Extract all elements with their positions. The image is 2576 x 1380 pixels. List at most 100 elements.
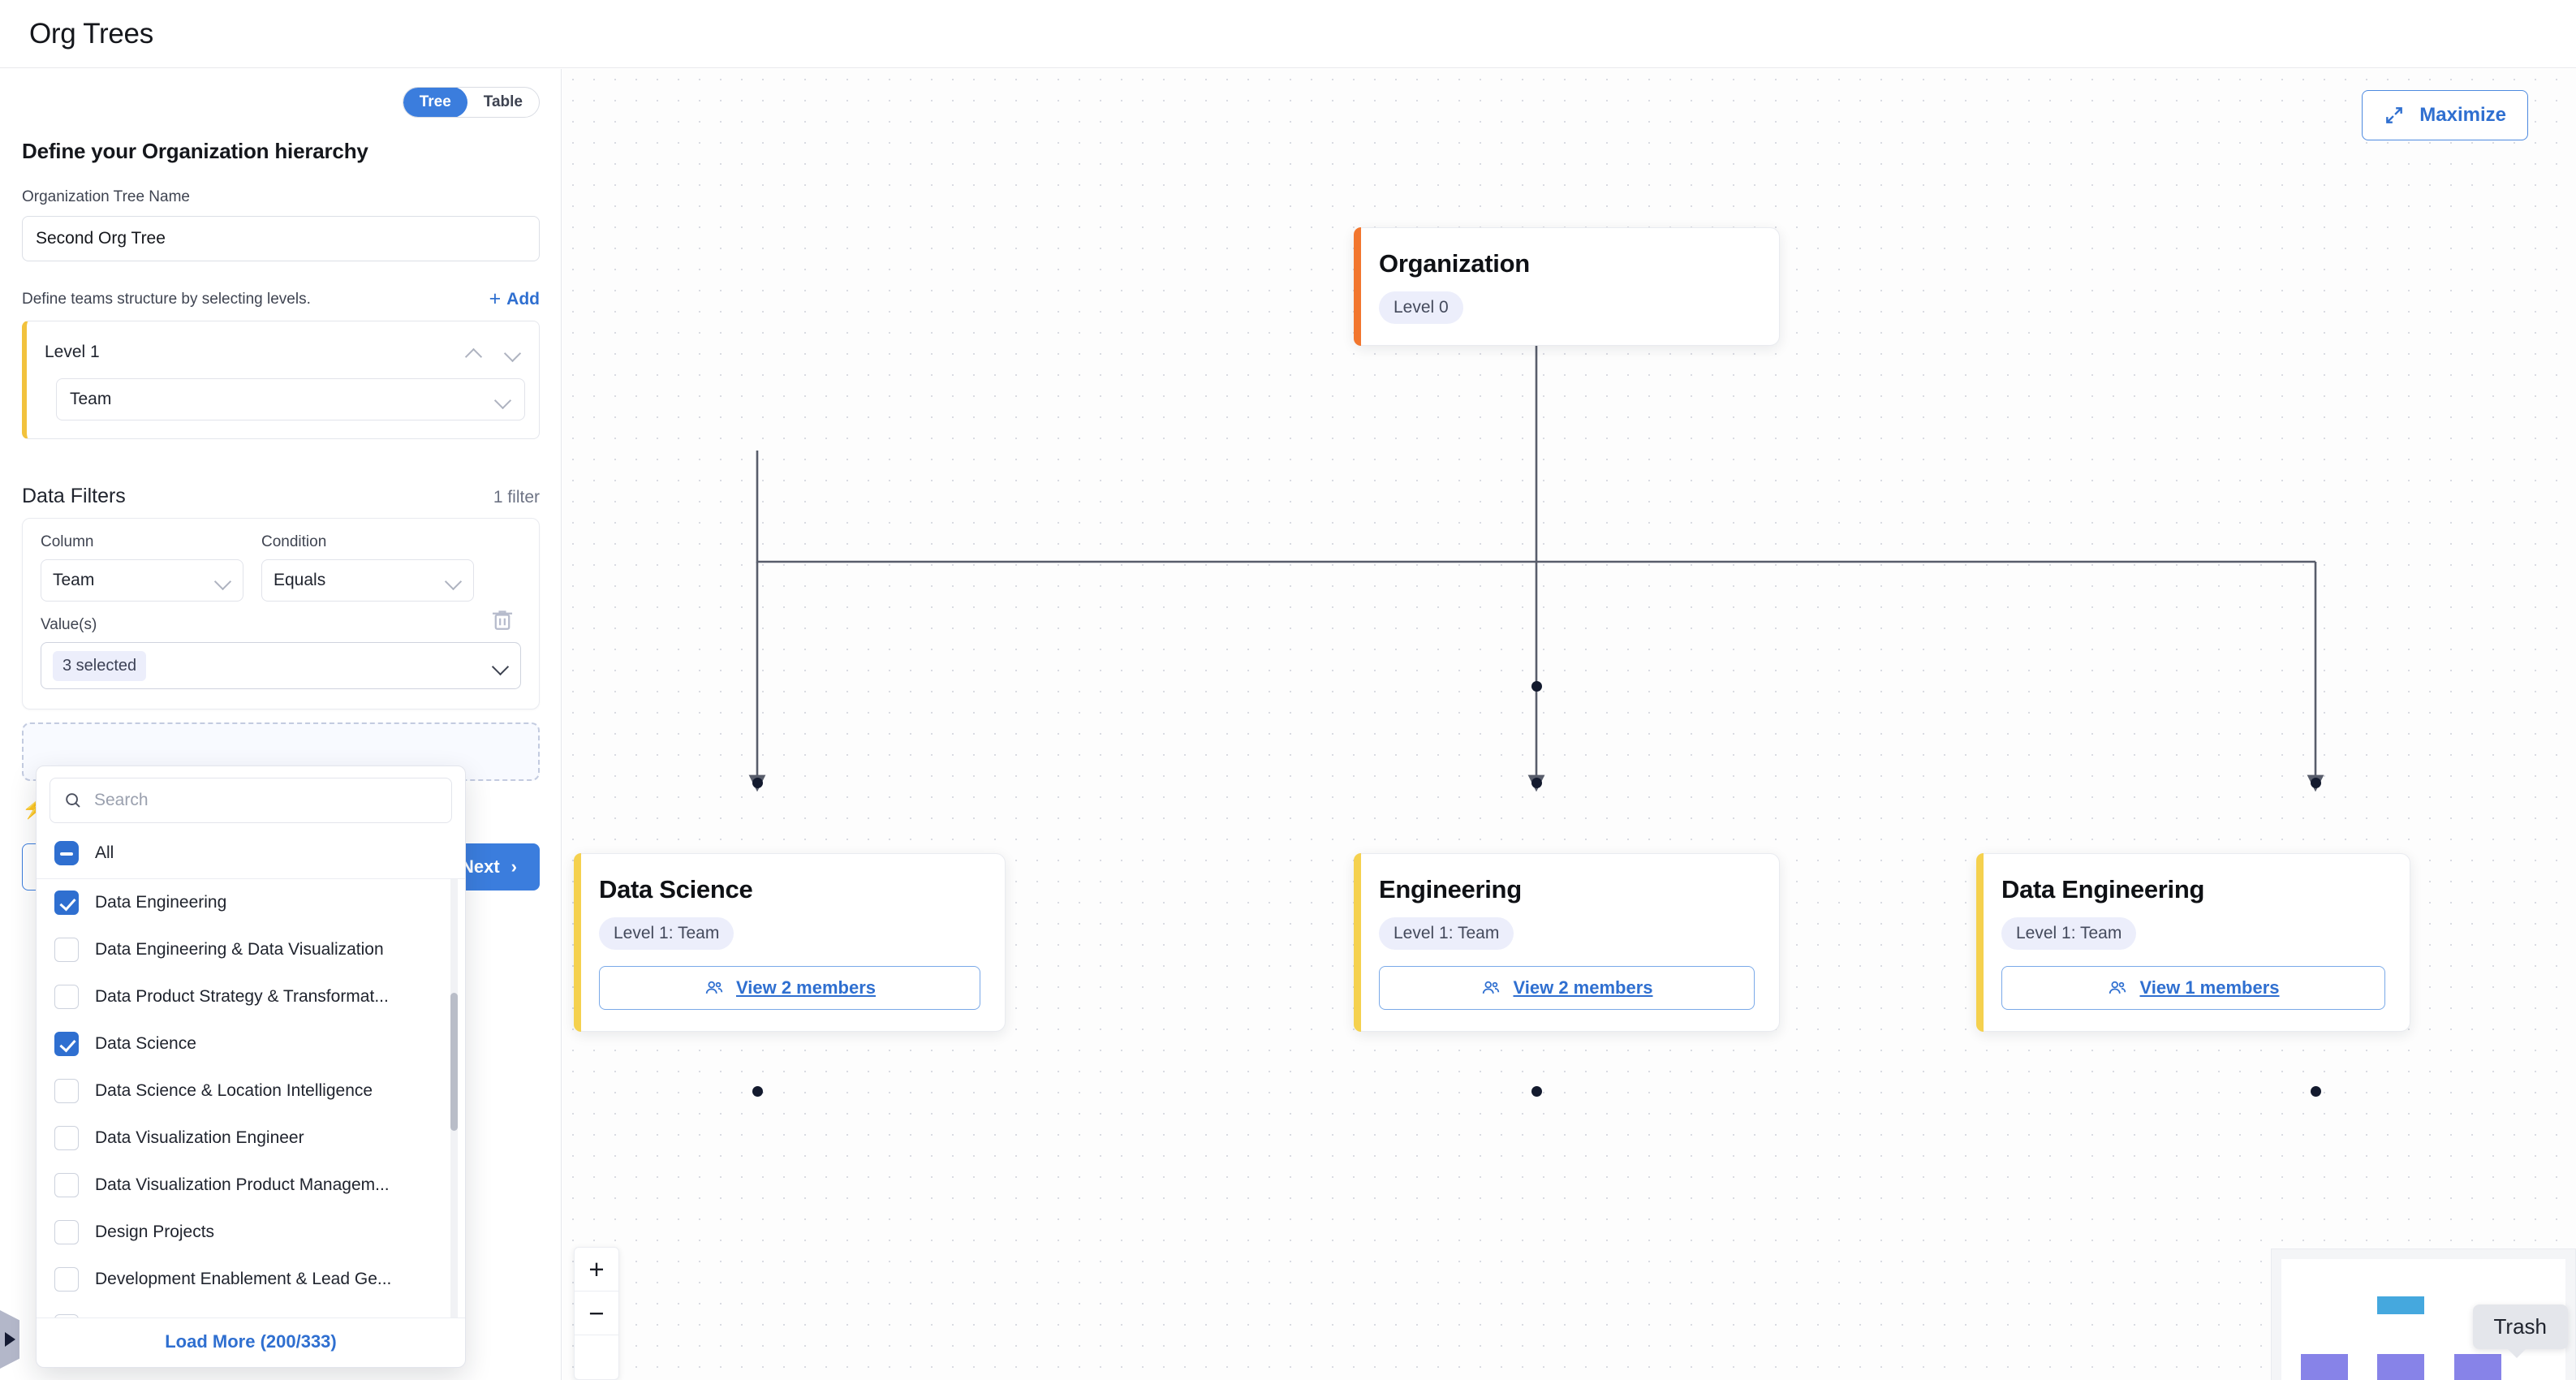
- node-title: Data Engineering: [2001, 875, 2205, 903]
- condition-label: Condition: [261, 533, 327, 550]
- view-members-button[interactable]: View 2 members: [599, 966, 980, 1010]
- view-members-button[interactable]: View 1 members: [2001, 966, 2385, 1010]
- dropdown-search-placeholder: Search: [94, 791, 149, 809]
- checkbox-icon[interactable]: [54, 1032, 79, 1056]
- node-title: Engineering: [1379, 875, 1522, 903]
- dropdown-select-all[interactable]: All: [37, 831, 465, 879]
- minimap-node-root: [2377, 1296, 2424, 1314]
- tree-node-root[interactable]: Organization Level 0: [1354, 227, 1780, 346]
- values-multiselect[interactable]: 3 selected: [41, 642, 521, 689]
- checkbox-icon[interactable]: [54, 1314, 79, 1317]
- dropdown-scroll-thumb[interactable]: [450, 993, 458, 1131]
- view-members-label: View 2 members: [1513, 977, 1653, 998]
- list-item[interactable]: Data Science: [37, 1020, 465, 1067]
- checkbox-indeterminate-icon[interactable]: [54, 841, 79, 865]
- option-label: Data Visualization Engineer: [95, 1128, 304, 1147]
- option-label: Data Science: [95, 1034, 196, 1053]
- values-label: Value(s): [41, 616, 97, 633]
- tab-table[interactable]: Table: [483, 93, 523, 110]
- filter-card: Column Team Condition Equals: [22, 518, 540, 709]
- chevron-down-icon: [215, 572, 231, 589]
- node-port: [1531, 681, 1542, 692]
- level-type-select[interactable]: Team: [56, 378, 525, 420]
- filter-count: 1 filter: [493, 488, 540, 507]
- checkbox-icon[interactable]: [54, 1173, 79, 1197]
- dropdown-option-list[interactable]: Data Engineering Data Engineering & Data…: [37, 879, 465, 1317]
- move-level-up-icon[interactable]: [466, 344, 482, 360]
- zoom-controls[interactable]: + −: [574, 1247, 619, 1380]
- checkbox-icon[interactable]: [54, 938, 79, 962]
- list-item[interactable]: [37, 1303, 465, 1317]
- minimap-node-child: [2454, 1354, 2501, 1380]
- members-icon: [705, 981, 723, 994]
- load-more-button[interactable]: Load More (200/333): [37, 1317, 465, 1367]
- option-label: Data Science & Location Intelligence: [95, 1081, 373, 1100]
- filter-condition-select[interactable]: Equals: [261, 559, 474, 602]
- node-level-badge: Level 1: Team: [1379, 917, 1514, 950]
- node-level-badge: Level 0: [1379, 291, 1463, 324]
- checkbox-icon[interactable]: [54, 1267, 79, 1292]
- zoom-out-button[interactable]: −: [575, 1292, 618, 1335]
- list-item[interactable]: Data Science & Location Intelligence: [37, 1067, 465, 1115]
- maximize-label: Maximize: [2419, 104, 2506, 126]
- delete-filter-button[interactable]: [489, 606, 516, 634]
- zoom-fit-button[interactable]: [575, 1335, 618, 1379]
- checkbox-icon[interactable]: [54, 1126, 79, 1150]
- checkbox-icon[interactable]: [54, 1220, 79, 1244]
- view-members-button[interactable]: View 2 members: [1379, 966, 1755, 1010]
- minimap-node-child: [2301, 1354, 2348, 1380]
- list-item[interactable]: Development Enablement & Lead Ge...: [37, 1256, 465, 1303]
- dropdown-search[interactable]: Search: [50, 778, 452, 823]
- list-item[interactable]: Design Projects: [37, 1209, 465, 1256]
- view-members-label: View 2 members: [735, 977, 877, 998]
- panel-heading: Define your Organization hierarchy: [22, 139, 368, 163]
- filter-column-value: Team: [53, 571, 95, 589]
- trash-tooltip: Trash: [2472, 1305, 2568, 1358]
- add-level-button[interactable]: + Add: [489, 289, 540, 309]
- list-item[interactable]: Data Visualization Engineer: [37, 1115, 465, 1162]
- option-label: Data Engineering: [95, 893, 227, 912]
- node-port: [2311, 1086, 2321, 1097]
- view-mode-toggle[interactable]: Tree Table: [402, 87, 540, 118]
- chevron-down-icon: [493, 658, 509, 674]
- option-label: Development Enablement & Lead Ge...: [95, 1270, 392, 1288]
- selected-count-chip: 3 selected: [53, 650, 147, 681]
- list-item[interactable]: Data Engineering & Data Visualization: [37, 926, 465, 973]
- maximize-button[interactable]: Maximize: [2362, 90, 2528, 140]
- data-filters-title: Data Filters: [22, 485, 126, 507]
- chevron-right-icon: ›: [510, 856, 517, 877]
- list-item[interactable]: Data Visualization Product Managem...: [37, 1162, 465, 1209]
- list-item[interactable]: Data Engineering: [37, 879, 465, 926]
- tree-node-data-engineering[interactable]: Data Engineering Level 1: Team View 1 me…: [1976, 853, 2410, 1032]
- tree-node-data-science[interactable]: Data Science Level 1: Team View 2 member…: [574, 853, 1006, 1032]
- chevron-down-icon: [446, 572, 462, 589]
- top-bar: Org Trees: [0, 0, 2576, 68]
- level-type-value: Team: [70, 390, 112, 408]
- search-icon: [66, 793, 80, 808]
- node-level-badge: Level 1: Team: [2001, 917, 2137, 950]
- chevron-down-icon: [495, 391, 511, 408]
- members-icon: [1483, 981, 1500, 994]
- node-port: [1531, 1086, 1542, 1097]
- tree-canvas[interactable]: Maximize Organization Level 0 Data Scien…: [562, 69, 2576, 1380]
- move-level-down-icon[interactable]: [505, 344, 521, 360]
- option-label: Data Product Strategy & Transformat...: [95, 987, 389, 1006]
- select-all-label: All: [95, 843, 114, 862]
- tree-name-input[interactable]: Second Org Tree: [22, 216, 540, 261]
- node-title: Organization: [1379, 249, 1530, 278]
- zoom-in-button[interactable]: +: [575, 1248, 618, 1292]
- checkbox-icon[interactable]: [54, 891, 79, 915]
- plus-icon: +: [489, 287, 502, 310]
- column-label: Column: [41, 533, 94, 550]
- filter-column-select[interactable]: Team: [41, 559, 243, 602]
- node-port: [752, 1086, 763, 1097]
- sidebar-collapse-handle[interactable]: [0, 1309, 19, 1369]
- triangle-right-icon: [4, 1332, 15, 1347]
- tree-name-label: Organization Tree Name: [22, 188, 190, 205]
- tab-tree[interactable]: Tree: [403, 88, 467, 117]
- checkbox-icon[interactable]: [54, 985, 79, 1009]
- tree-node-engineering[interactable]: Engineering Level 1: Team View 2 members: [1354, 853, 1780, 1032]
- checkbox-icon[interactable]: [54, 1079, 79, 1103]
- list-item[interactable]: Data Product Strategy & Transformat...: [37, 973, 465, 1020]
- add-level-label: Add: [506, 289, 540, 308]
